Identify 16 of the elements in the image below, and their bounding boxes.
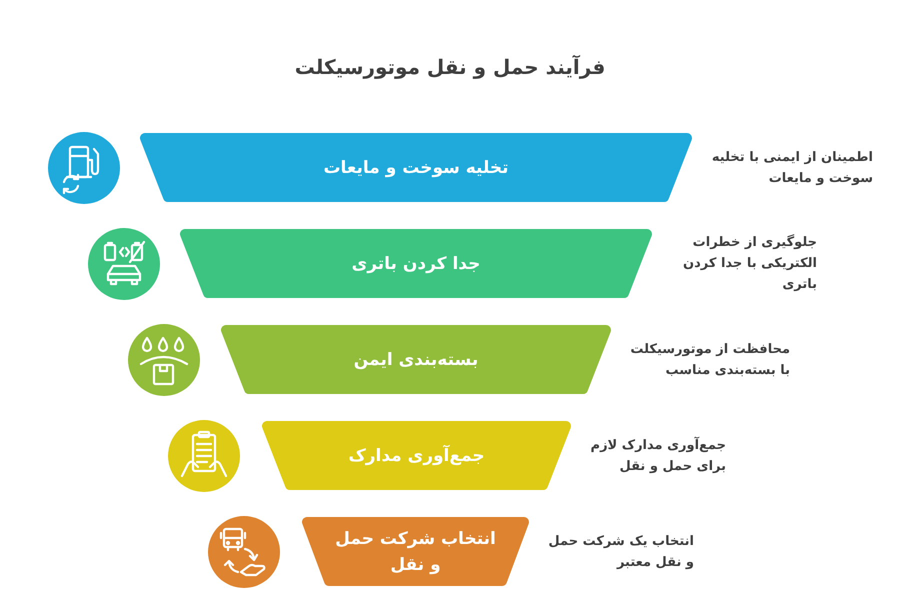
funnel-band (140, 133, 692, 202)
funnel-band (262, 421, 571, 490)
funnel-band (302, 517, 529, 586)
stage-label: جدا کردن باتری (352, 252, 480, 276)
stage-label: انتخاب شرکت حمل و نقل (334, 528, 497, 576)
description-text: انتخاب یک شرکت حمل و نقل معتبر (547, 532, 694, 572)
stage-label: جمع‌آوری مدارک (348, 444, 485, 468)
stage-label: تخلیه سوخت و مایعات (323, 156, 509, 180)
title: فرآیند حمل و نقل موتورسیکلت (294, 54, 606, 81)
description-text: محافظت از موتورسیکلت با بسته‌بندی مناسب (629, 340, 790, 380)
stage-label: بسته‌بندی ایمن (354, 348, 478, 372)
funnel-band (221, 325, 611, 394)
funnel-band (180, 229, 652, 298)
description-text: جمع‌آوری مدارک لازم برای حمل و نقل (590, 436, 726, 476)
description-text: اطمینان از ایمنی با تخلیه سوخت و مایعات (710, 148, 873, 188)
description-text: جلوگیری از خطرات الکتریکی با جدا کردن باتری (682, 233, 817, 294)
